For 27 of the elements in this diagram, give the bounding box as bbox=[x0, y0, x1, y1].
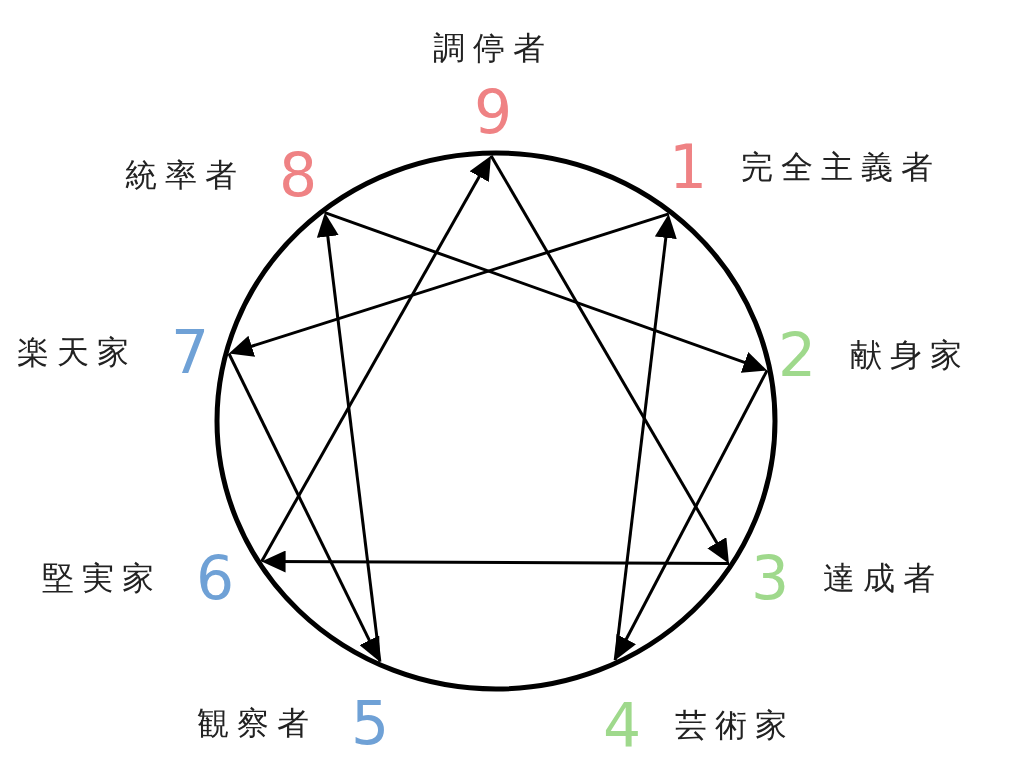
type-name: 調停者 bbox=[433, 28, 553, 68]
type-number: 3 bbox=[750, 548, 790, 608]
type-number: 9 bbox=[473, 82, 513, 142]
type-name: 達成者 bbox=[823, 558, 944, 598]
type-number: 6 bbox=[195, 548, 235, 608]
type-name: 統率者 bbox=[124, 155, 245, 195]
type-number: 5 bbox=[350, 693, 390, 753]
type-number: 8 bbox=[278, 145, 318, 205]
arrow bbox=[613, 213, 677, 661]
arrow bbox=[227, 352, 380, 662]
arrow bbox=[489, 154, 729, 564]
type-name: 完全主義者 bbox=[741, 147, 942, 187]
type-name: 堅実家 bbox=[41, 558, 162, 598]
arrow bbox=[228, 212, 670, 357]
type-number: 4 bbox=[602, 695, 642, 755]
type-number: 7 bbox=[170, 322, 210, 382]
type-name: 芸術家 bbox=[675, 705, 796, 745]
type-name: 観察者 bbox=[196, 703, 317, 743]
arrow bbox=[261, 550, 729, 573]
arrow bbox=[316, 212, 382, 662]
arrow bbox=[615, 369, 769, 661]
arrow bbox=[260, 155, 491, 563]
type-name: 献身家 bbox=[850, 335, 971, 375]
type-name: 楽天家 bbox=[16, 332, 137, 372]
type-number: 1 bbox=[668, 137, 708, 197]
arrow bbox=[324, 211, 768, 373]
type-number: 2 bbox=[777, 325, 817, 385]
